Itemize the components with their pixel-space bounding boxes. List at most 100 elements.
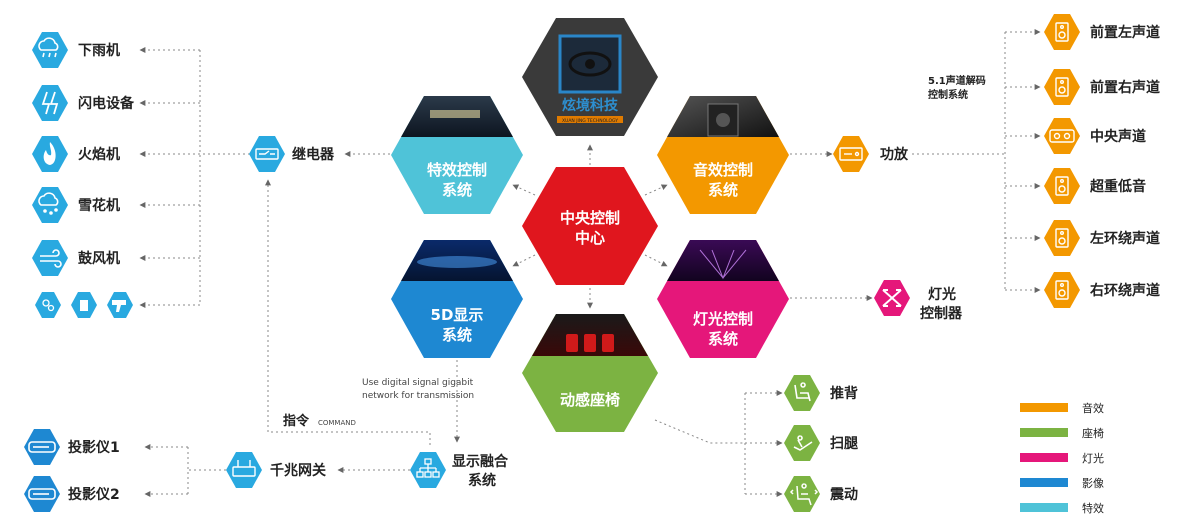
channel-subwoofer[interactable]: 超重低音: [1044, 168, 1146, 204]
effect-item-lightning[interactable]: 闪电设备: [32, 85, 135, 121]
spray-gun-icon[interactable]: [107, 292, 133, 318]
logo-subtitle: XUAN JING TECHNOLOGY: [562, 118, 618, 124]
effect-title-line2: 系统: [442, 181, 472, 199]
projector-2[interactable]: 投影仪2: [24, 476, 120, 512]
center-to-display: [512, 254, 536, 267]
seat-item-label: 震动: [829, 486, 858, 503]
relay-label: 继电器: [292, 146, 335, 163]
display-title-line1: 5D显示: [431, 306, 484, 324]
smoke-icon[interactable]: [71, 292, 97, 318]
amplifier-label: 功放: [880, 146, 909, 163]
channel-front-left[interactable]: 前置左声道: [1044, 14, 1160, 50]
fusion-label-line1: 显示融合: [452, 453, 509, 470]
center-title-line2: 中心: [575, 229, 605, 247]
relay-node[interactable]: 继电器: [249, 136, 335, 172]
projector-icon: [28, 441, 56, 453]
connector-lines: [139, 29, 1041, 497]
eye-logo-icon: [568, 51, 612, 77]
effect-item-label: 火焰机: [78, 146, 120, 163]
light-controller-line2: 控制器: [920, 305, 963, 322]
channel-label: 前置左声道: [1090, 24, 1160, 41]
display-hexagon[interactable]: 5D显示 系统: [391, 240, 523, 358]
legend-swatch-effect: [1020, 503, 1068, 512]
legend-swatch-light: [1020, 453, 1068, 462]
amplifier-icon: [839, 147, 863, 161]
projector-label: 投影仪2: [68, 487, 120, 503]
effect-extra-icons: [35, 292, 133, 318]
audio-title-line1: 音效控制: [693, 161, 753, 179]
channel-front-right[interactable]: 前置右声道: [1044, 69, 1160, 105]
fusion-command-line: [265, 179, 431, 445]
seat-item-vibration[interactable]: 震动: [784, 476, 858, 512]
audio-title-line2: 系统: [708, 181, 738, 199]
network-note-line2: network for transmission: [362, 391, 474, 401]
lightning-icon: [41, 91, 59, 115]
projector-label: 投影仪1: [68, 440, 120, 456]
speaker-icon: [1055, 176, 1069, 196]
light-hexagon[interactable]: 灯光控制 系统: [657, 240, 789, 358]
light-title-line1: 灯光控制: [693, 310, 753, 328]
channel-label: 中央声道: [1090, 128, 1146, 145]
legend-label: 特效: [1082, 501, 1104, 515]
display-title-line2: 系统: [442, 326, 472, 344]
legend-label: 座椅: [1082, 426, 1104, 440]
command-label-cn: 指令: [283, 413, 310, 429]
legend-swatch-audio: [1020, 403, 1068, 412]
legend-label: 音效: [1082, 401, 1104, 415]
legend-label: 灯光: [1082, 451, 1104, 465]
fusion-node[interactable]: 显示融合 系统: [410, 452, 509, 489]
light-controller-node[interactable]: 灯光 控制器: [874, 280, 963, 322]
speaker-icon: [1055, 280, 1069, 300]
seat-item-push-back[interactable]: 推背: [784, 375, 858, 411]
center-title-line1: 中央控制: [560, 209, 620, 227]
legend-swatch-seat: [1020, 428, 1068, 437]
effect-item-label: 鼓风机: [78, 250, 120, 267]
audio-hexagon[interactable]: 音效控制 系统: [657, 96, 789, 214]
seat-connector: [654, 393, 746, 494]
channel-center[interactable]: 中央声道: [1044, 118, 1146, 154]
channel-surround-right[interactable]: 右环绕声道: [1044, 272, 1160, 308]
snow-cloud-icon: [38, 192, 59, 215]
decoder-label-line2: 控制系统: [928, 88, 968, 101]
center-to-light: [644, 254, 668, 267]
light-title-line2: 系统: [708, 330, 738, 348]
channel-surround-left[interactable]: 左环绕声道: [1044, 220, 1160, 256]
effect-hexagon[interactable]: 特效控制 系统: [391, 96, 523, 214]
effect-title-line1: 特效控制: [427, 161, 487, 179]
channel-label: 超重低音: [1089, 178, 1146, 195]
effect-item-wind[interactable]: 鼓风机: [32, 240, 120, 276]
legend-label: 影像: [1082, 477, 1104, 490]
amplifier-node[interactable]: 功放: [833, 136, 909, 172]
audio-channels: 前置左声道 前置右声道 中央声道 超重低音 左环绕声道 右环绕声道: [1044, 14, 1160, 308]
network-note-line1: Use digital signal gigabit: [362, 378, 474, 388]
projector-1[interactable]: 投影仪1: [24, 429, 120, 465]
channel-label: 左环绕声道: [1089, 230, 1160, 247]
effect-item-rain[interactable]: 下雨机: [32, 32, 120, 68]
speaker-icon: [1055, 77, 1069, 97]
gigabit-switch-node[interactable]: 千兆网关: [226, 452, 326, 488]
seat-leg-sweep-icon: [793, 435, 813, 451]
speaker-icon: [1055, 228, 1069, 248]
relay-icon: [255, 148, 279, 160]
effect-item-flame[interactable]: 火焰机: [32, 136, 120, 172]
center-to-effect: [512, 184, 536, 196]
amp-to-channels: [912, 32, 1006, 290]
decoder-label-line1: 5.1声道解码: [928, 74, 986, 87]
bubble-icon[interactable]: [35, 292, 61, 318]
effect-item-snow[interactable]: 雪花机: [32, 187, 120, 223]
legend: 音效 座椅 灯光 影像 特效: [1020, 401, 1104, 515]
effect-item-label: 下雨机: [78, 42, 120, 59]
network-tree-icon: [416, 458, 440, 478]
effect-bracket-line: [150, 49, 201, 306]
seat-item-leg-sweep[interactable]: 扫腿: [784, 425, 858, 461]
logo-name: 炫境科技: [562, 97, 619, 114]
center-to-audio: [644, 184, 668, 196]
router-icon: [232, 460, 256, 477]
effect-item-label: 闪电设备: [78, 95, 135, 112]
central-control-hexagon[interactable]: 中央控制 中心: [522, 167, 658, 285]
switch-to-projectors: [187, 447, 226, 494]
seat-item-label: 扫腿: [830, 436, 858, 452]
light-controller-line1: 灯光: [928, 286, 956, 303]
seat-hexagon[interactable]: 动感座椅: [522, 314, 658, 432]
